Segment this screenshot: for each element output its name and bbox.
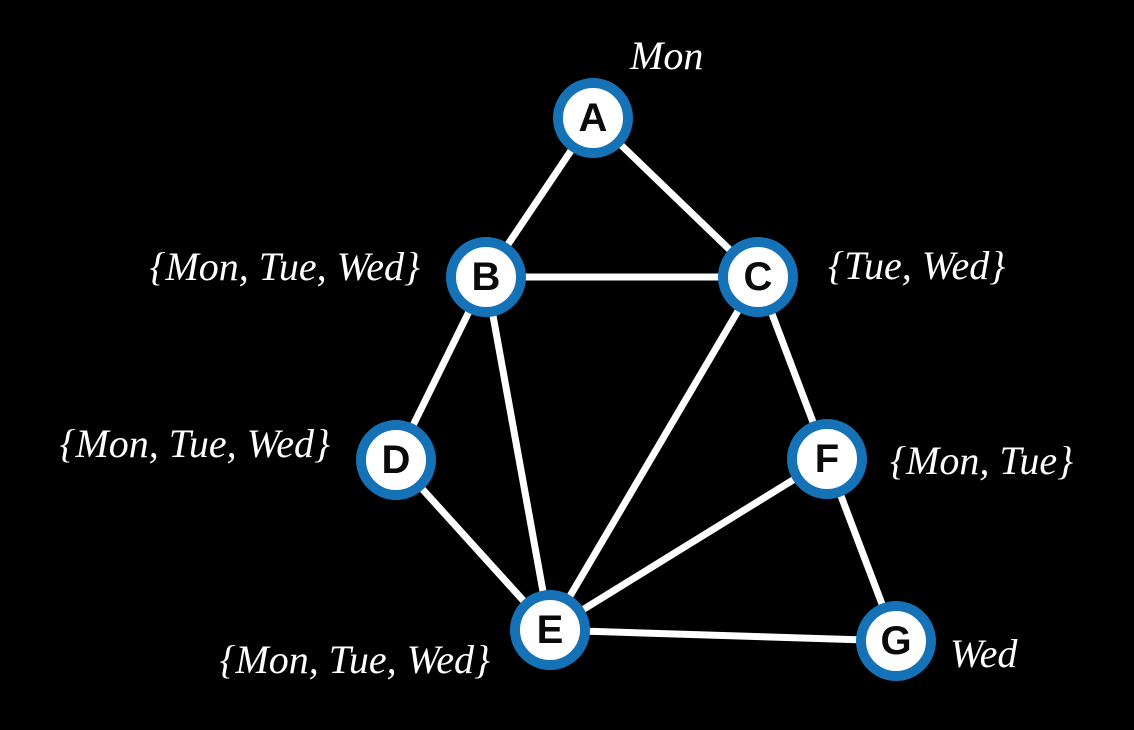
edge-E-G [549,626,897,645]
edge-B-D [392,275,490,462]
edge-A-C [590,115,761,280]
edge-E-F [548,456,829,633]
edge-C-F [754,275,831,461]
edge-A-B [483,116,596,279]
edge-B-E [482,276,554,631]
edge-C-E [546,275,762,632]
edge-F-G [823,457,900,643]
